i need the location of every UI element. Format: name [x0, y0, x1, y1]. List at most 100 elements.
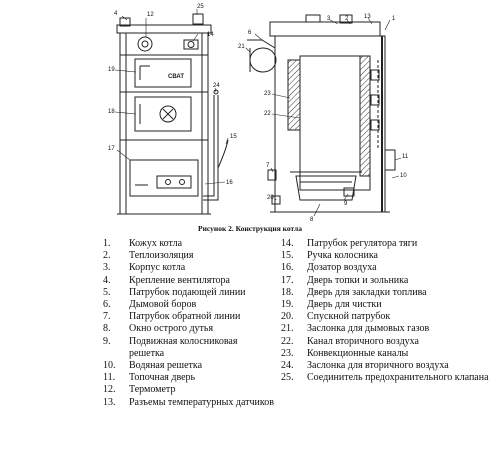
legend-label: Патрубок регулятора тяги [307, 238, 418, 249]
callout-3: 3 [327, 16, 331, 22]
callout-20: 20 [267, 195, 274, 201]
legend-number: 23. [281, 347, 294, 359]
callout-25: 25 [197, 4, 204, 10]
legend-number: 3. [103, 262, 111, 274]
legend-item: 8.Окно острого дутья [103, 323, 275, 335]
boiler-casing [119, 32, 209, 215]
legend-number: 2. [103, 250, 111, 262]
legend-label: Разъемы температурных датчиков [129, 396, 274, 408]
boiler-section-view [247, 14, 396, 213]
legend-number: 10. [103, 360, 116, 372]
legend-item: 10. Водяная решетка [103, 360, 275, 372]
callout-23: 23 [264, 91, 271, 97]
callout-2: 2 [345, 16, 349, 22]
furnace-door-side [384, 149, 396, 171]
callout-7: 7 [266, 163, 270, 169]
legend-label: Дверь для закладки топлива [307, 286, 427, 298]
legend-label: Ручка колосника [307, 250, 378, 262]
legend-label: Патрубок обратной линии [129, 311, 241, 323]
cleaning-door [134, 58, 192, 88]
legend-label: Заслонка для дымовых газов [307, 323, 430, 335]
callout-8: 8 [310, 217, 314, 222]
legend-label: Топочная дверь [129, 372, 196, 384]
drain-pipe [271, 195, 281, 205]
legend-item: 9. Подвижная колосниковая решетка [103, 336, 275, 360]
legend-number: 22. [281, 335, 294, 347]
legend-number: 5. [103, 286, 111, 298]
ash-pan [295, 175, 357, 201]
legend-number: 9. [103, 335, 111, 347]
supply-pipe [305, 14, 321, 23]
legend-number: 21. [281, 323, 294, 335]
legend-label: Дверь для чистки [307, 299, 382, 311]
air-doser [156, 175, 192, 189]
legend-label: Кожух котла [129, 238, 183, 249]
legend-number: 4. [103, 274, 111, 286]
grate-handle [203, 95, 215, 197]
callout-19: 19 [108, 67, 115, 73]
convection-channels [287, 59, 301, 131]
callout-leaders [114, 9, 402, 217]
legend-number: 11. [103, 372, 116, 384]
boiler-top-cap [116, 24, 212, 34]
legend-label: Дымовой боров [129, 299, 197, 311]
legend-label: Соединитель предохранительного клапана [307, 372, 489, 384]
legend-item: 17.Дверь топки и зольника [281, 275, 491, 287]
callout-17: 17 [108, 146, 115, 152]
legend-label: Корпус котла [129, 262, 186, 274]
callout-10: 10 [400, 173, 407, 179]
boiler-construction-drawing: СВАТ 4 12 25 14 19 18 24 15 17 16 6 21 3… [108, 4, 409, 222]
legend-label: Подвижная колосниковая решетка [129, 335, 238, 359]
legend-number: 25. [281, 372, 294, 384]
legend-label: Дозатор воздуха [307, 262, 377, 274]
smoke-duct [247, 39, 276, 49]
thermometer-dial [137, 36, 153, 52]
legend-item: 16.Дозатор воздуха [281, 262, 491, 274]
legend-item: 2.Теплоизоляция [103, 250, 275, 262]
legend-item: 19. Дверь для чистки [281, 299, 491, 311]
callout-6: 6 [248, 30, 252, 36]
draft-regulator-socket [183, 39, 199, 50]
legend-item: 20.Спускной патрубок [281, 311, 491, 323]
section-top [269, 21, 381, 37]
callout-12: 12 [147, 12, 154, 18]
legend-item: 3. Корпус котла [103, 262, 275, 274]
callout-11: 11 [402, 154, 409, 160]
legend-item: 12. Термометр [103, 384, 275, 396]
legend-number: 14. [281, 238, 294, 249]
callout-1: 1 [392, 16, 396, 22]
callout-24: 24 [213, 83, 220, 89]
legend-label: Конвекционные каналы [307, 347, 409, 359]
legend-item: 14. Патрубок регулятора тяги [281, 238, 491, 250]
legend-number: 19. [281, 299, 294, 311]
legend-number: 6. [103, 299, 111, 311]
legend-label: Водяная решетка [129, 360, 203, 372]
legend-item: 4.Крепление вентилятора [103, 275, 275, 287]
legend-number: 7. [103, 311, 111, 323]
legend-item: 18. Дверь для закладки топлива [281, 287, 491, 299]
legend-item: 1. Кожух котла [103, 238, 275, 250]
callout-13: 13 [364, 14, 371, 20]
legend-label: Термометр [129, 384, 176, 396]
legend-item: 6. Дымовой боров [103, 299, 275, 311]
legend-number: 8. [103, 323, 111, 335]
legend-label: Канал вторичного воздуха [307, 335, 419, 347]
legend-number: 12. [103, 384, 116, 396]
legend-number: 24. [281, 360, 294, 372]
legend-number: 1. [103, 238, 111, 249]
legend-item: 21. Заслонка для дымовых газов [281, 323, 491, 335]
legend-number: 20. [281, 311, 294, 323]
legend-number: 18. [281, 286, 294, 298]
secondary-air-channel [359, 55, 371, 177]
legend-item: 25. Соединитель предохранительного клапан… [281, 372, 491, 384]
callout-14: 14 [207, 32, 214, 38]
legend-label: Дверь топки и зольника [307, 274, 409, 286]
secondary-air-damper [159, 105, 177, 123]
fuel-loading-door [134, 96, 192, 132]
callout-9: 9 [344, 201, 348, 207]
legend-item: 15.Ручка колосника [281, 250, 491, 262]
legend-item: 5.Патрубок подающей линии [103, 287, 275, 299]
callout-4: 4 [114, 11, 118, 17]
